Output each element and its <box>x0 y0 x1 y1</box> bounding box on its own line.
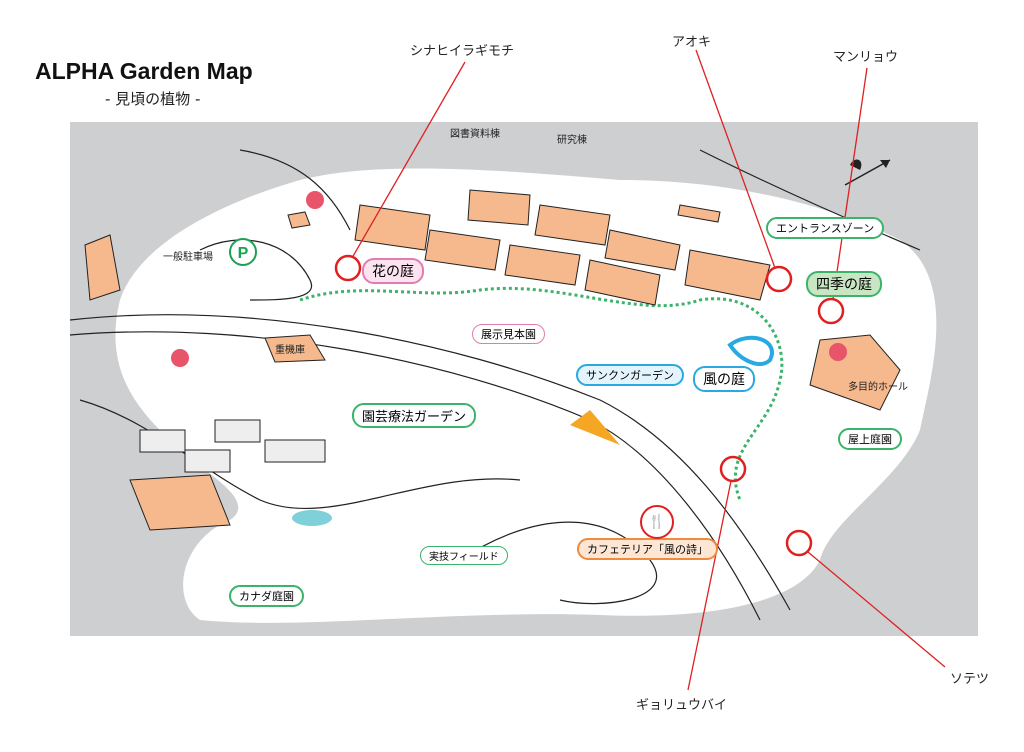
marker-shinahiiragimochi <box>334 254 362 282</box>
label-hall: 多目的ホール <box>848 382 908 393</box>
label-library: 図書資料棟 <box>450 129 500 140</box>
restaurant-icon: 🍴 <box>640 505 674 539</box>
zone-practice-field: 実技フィールド <box>420 546 508 565</box>
zone-entrance: エントランスゾーン <box>766 217 885 239</box>
zone-sunken-garden: サンクンガーデン <box>576 364 684 386</box>
marker-sotetsu <box>785 529 813 557</box>
plant-markers <box>334 49 946 691</box>
label-garage: 重機庫 <box>275 345 305 356</box>
parking-icon <box>229 238 257 266</box>
pond <box>727 335 774 366</box>
label-parking: 一般駐車場 <box>163 252 213 263</box>
zone-canada-garden: カナダ庭園 <box>229 585 304 607</box>
plant-label-aoki: アオキ <box>672 35 712 50</box>
zone-therapy-garden: 園芸療法ガーデン <box>352 403 477 428</box>
sculpture <box>570 410 620 445</box>
cafeteria-label: カフェテリア「風の詩」 <box>577 538 718 560</box>
map-title: ALPHA Garden Map <box>35 58 253 84</box>
plant-label-manryou: マンリョウ <box>833 50 899 65</box>
pond-small <box>292 510 332 526</box>
restroom-icon <box>171 191 847 367</box>
zone-flower-garden: 花の庭 <box>362 258 424 284</box>
plant-label-gyoryuubai: ギョリュウバイ <box>636 698 728 713</box>
map-subtitle: - 見頃の植物 - <box>105 90 201 108</box>
marker-aoki <box>765 265 793 293</box>
plant-label-sotetsu: ソテツ <box>950 672 990 687</box>
marker-gyoryuubai <box>719 455 747 483</box>
zone-wind-garden: 風の庭 <box>693 366 755 392</box>
zone-rooftop: 屋上庭園 <box>838 428 902 450</box>
zone-exhibit-garden: 展示見本園 <box>472 324 545 344</box>
label-research: 研究棟 <box>557 135 587 146</box>
sheds <box>139 419 326 473</box>
plant-label-shinahiiragimochi: シナヒイラギモチ <box>410 44 515 59</box>
marker-manryou <box>817 297 845 325</box>
walking-path <box>299 286 784 501</box>
zone-four-seasons: 四季の庭 <box>806 271 882 297</box>
parking-icon-label: P <box>238 245 249 262</box>
